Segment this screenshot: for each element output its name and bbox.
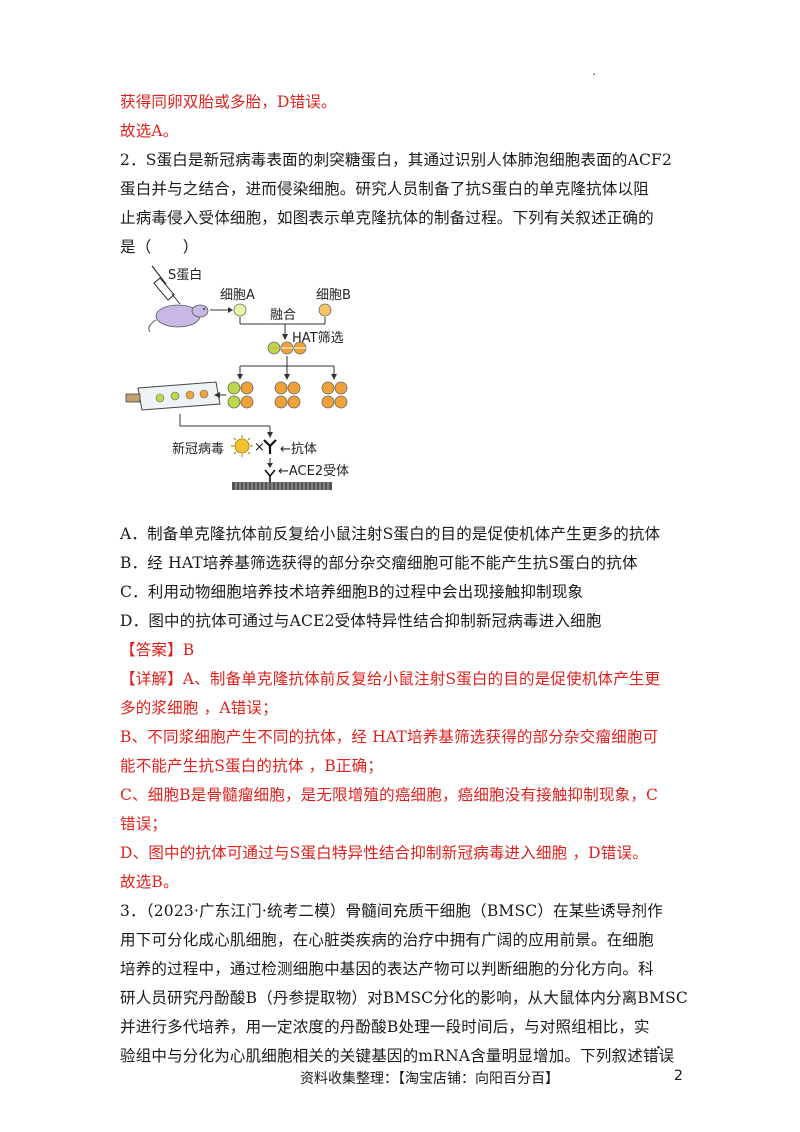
cell-a-icon xyxy=(233,303,247,317)
prev-choice-line: 故选A。 xyxy=(120,122,179,140)
ace2-receptor-label: ←ACE2受体 xyxy=(278,464,350,479)
cell-membrane-icon xyxy=(232,482,332,490)
question-3-line-5: 并进行多代培养，用一定浓度的丹酚酸B处理一段时间后，与对照组相比，实 xyxy=(120,1018,650,1036)
virus-label: 新冠病毒 xyxy=(172,442,225,457)
explanation-line-6: 错误； xyxy=(120,815,168,833)
question-3-line-1: 3．（2023·广东江门·统考二模）骨髓间充质干细胞（BMSC）在某些诱导剂作 xyxy=(120,902,663,920)
s-protein-label: S蛋白 xyxy=(168,268,203,283)
antibody-preparation-figure: S蛋白 细胞A 细胞B 融合 HAT筛选 新冠病毒 × ←抗体 ←ACE2受体 xyxy=(120,264,480,514)
question-3-line-3: 培养的过程中，通过检测细胞中基因的表达产物可以判断细胞的分化方向。科 xyxy=(120,960,654,978)
explanation-choice-line: 故选B。 xyxy=(120,873,179,891)
hat-selection-label: HAT筛选 xyxy=(292,331,344,346)
question-2-line-2: 蛋白并与之结合，进而侵染细胞。研究人员制备了抗S蛋白的单克隆抗体以阻 xyxy=(120,180,649,198)
mouse-icon xyxy=(148,304,209,333)
culture-flask-icon xyxy=(125,381,221,411)
question-2-line-3: 止病毒侵入受体细胞，如图表示单克隆抗体的制备过程。下列有关叙述正确的 xyxy=(120,209,654,227)
question-2-line-4: 是（ ） xyxy=(120,238,199,256)
page-content: 获得同卵双胎或多胎，D错误。 故选A。 2．S蛋白是新冠病毒表面的刺突糖蛋白，其… xyxy=(120,88,688,1071)
explanation-line-2: 多的浆细胞 ，A错误； xyxy=(120,699,278,717)
explanation-line-5: C、细胞B是骨髓瘤细胞，是无限增殖的癌细胞，癌细胞没有接触抑制现象，C xyxy=(120,786,659,804)
prev-answer-line: 获得同卵双胎或多胎，D错误。 xyxy=(120,93,337,111)
syringe-icon xyxy=(151,265,181,305)
emphasized-word: 错误 xyxy=(643,1047,674,1065)
question-3-line-4: 研人员研究丹酚酸B（丹参提取物）对BMSC分化的影响，从大鼠体内分离BMSC xyxy=(120,989,688,1007)
antibody-label: ←抗体 xyxy=(280,442,317,457)
question-3-line-6: 验组中与分化为心肌细胞相关的关键基因的mRNA含量明显增加。下列叙述错误 xyxy=(120,1042,680,1071)
explanation-line-7: D、图中的抗体可通过与S蛋白特异性结合抑制新冠病毒进入细胞 ，D错误。 xyxy=(120,844,648,862)
page-number: 2 xyxy=(674,1068,683,1084)
option-d: D．图中的抗体可通过与ACE2受体特异性结合抑制新冠病毒进入细胞 xyxy=(120,612,602,630)
figure-drawing xyxy=(125,265,348,490)
ace2-receptor-icon xyxy=(264,469,276,482)
option-a: A．制备单克隆抗体前反复给小鼠注射S蛋白的目的是促使机体产生更多的抗体 xyxy=(120,525,661,543)
footer-source-text: 资料收集整理：【淘宝店铺：向阳百分百】 xyxy=(300,1071,559,1087)
cell-cluster-3 xyxy=(321,381,348,409)
hybrid-cells-row xyxy=(267,341,307,355)
explanation-line-3: B、不同浆细胞产生不同的抗体，经 HAT培养基筛选获得的部分杂交瘤细胞可 xyxy=(120,728,659,746)
cell-b-icon xyxy=(318,303,332,317)
option-c: C．利用动物细胞培养技术培养细胞B的过程中会出现接触抑制现象 xyxy=(120,583,584,601)
fusion-label: 融合 xyxy=(270,308,297,323)
cell-cluster-2 xyxy=(274,381,301,409)
cell-a-label: 细胞A xyxy=(220,288,255,303)
virus-icon xyxy=(231,435,253,457)
antibody-icon xyxy=(263,439,277,454)
times-symbol: × xyxy=(254,440,265,455)
answer-line: 【答案】B xyxy=(120,641,195,659)
question-3-line-6-text: 验组中与分化为心肌细胞相关的关键基因的mRNA含量明显增加。下列叙述 xyxy=(120,1047,643,1065)
question-3-line-2: 用下可分化成心肌细胞，在心脏类疾病的治疗中拥有广阔的应用前景。在细胞 xyxy=(120,931,654,949)
question-2-line-1: 2．S蛋白是新冠病毒表面的刺突糖蛋白，其通过识别人体肺泡细胞表面的ACF2 xyxy=(120,151,673,169)
explanation-line-1: 【详解】A、制备单克隆抗体前反复给小鼠注射S蛋白的目的是促使机体产生更 xyxy=(120,670,661,688)
corner-mark: . xyxy=(592,64,596,78)
option-b: B．经 HAT培养基筛选获得的部分杂交瘤细胞可能不能产生抗S蛋白的抗体 xyxy=(120,554,638,572)
cell-b-label: 细胞B xyxy=(316,288,351,303)
cell-cluster-1 xyxy=(227,381,254,409)
explanation-line-4: 能不能产生抗S蛋白的抗体 ，B正确； xyxy=(120,757,384,775)
